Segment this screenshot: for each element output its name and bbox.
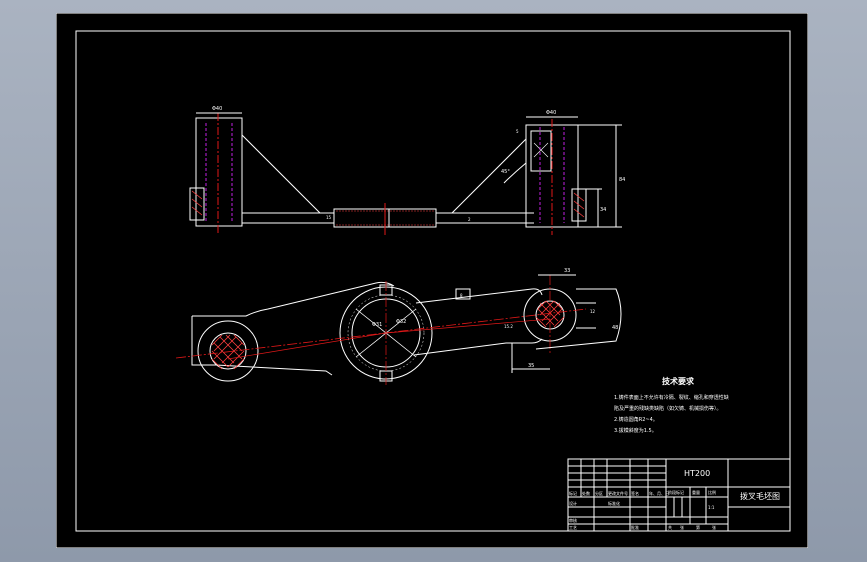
dim-r-center: 15.2: [504, 324, 513, 329]
tb-label-review: 审核: [569, 517, 577, 523]
technical-requirements: 技术要求 1.铸件表面上不允许有冷隔、裂纹、缩孔和穿透性缺 陷及严重的残缺类缺陷…: [614, 376, 729, 434]
tb-title: 拨叉毛坯图: [740, 491, 780, 501]
tb-stage-mark: 阶段标记: [668, 489, 684, 495]
tb-label-count: 处数: [582, 490, 590, 496]
dim-side-r: 48: [612, 325, 618, 331]
drawing-sheet: Φ40 Φ40 84 34 45° 15 2 5: [56, 13, 808, 548]
tb-weight: 重量: [692, 489, 700, 495]
dim-angle: 45°: [501, 169, 510, 175]
tb-label-standard: 标准化: [608, 500, 620, 506]
dim-center: 15: [326, 215, 332, 220]
outer-frame: [56, 13, 808, 548]
tech-note-1: 1.铸件表面上不允许有冷隔、裂纹、缩孔和穿透性缺: [614, 394, 729, 401]
tb-sheet-no: 第: [696, 524, 700, 530]
bore-left-label: Φ31: [372, 322, 382, 328]
bore-right-label: Φ32: [396, 319, 406, 325]
dim-r33: 33: [564, 268, 570, 274]
tb-label-zone: 分区: [595, 490, 603, 496]
tb-scale-label: 比例: [708, 489, 716, 495]
tech-note-2: 陷及严重的残缺类缺陷（如欠铸、机械损伤等）。: [614, 405, 722, 412]
plan-view: Φ31 Φ32 33 12: [175, 268, 622, 385]
dim-height-right: 84: [619, 177, 625, 183]
tb-label-approve: 批准: [631, 524, 639, 530]
drawing-canvas: Φ40 Φ40 84 34 45° 15 2 5: [56, 13, 808, 548]
tech-note-3: 2.铸造圆角R2~4。: [614, 416, 658, 423]
tb-label-date: 年、月、日: [649, 490, 669, 496]
dim-d8: 8: [460, 293, 463, 298]
dim-d2: 2: [468, 217, 471, 222]
dim-top-left: Φ40: [212, 106, 222, 112]
title-block: 标记 处数 分区 更改文件号 签名 年、月、日 设计 审核 工艺 标准化 批准: [567, 458, 791, 532]
tb-label-docno: 更改文件号: [608, 490, 628, 496]
right-bore-hatch: [535, 300, 565, 328]
tb-sheet-unit-2: 张: [712, 524, 716, 530]
dim-top-right: Φ40: [546, 110, 556, 116]
tb-label-process: 工艺: [569, 525, 577, 530]
dim-d35: 35: [528, 363, 534, 369]
tb-label-design: 设计: [569, 500, 577, 506]
tb-label-sign: 签名: [631, 490, 639, 496]
tech-note-4: 3.拔模斜度为1.5。: [614, 427, 657, 434]
dim-d5: 5: [516, 129, 519, 134]
dim-height-small: 34: [600, 207, 606, 213]
front-view: Φ40 Φ40 84 34 45° 15 2 5: [189, 106, 625, 235]
left-bore-hatch: [211, 334, 245, 370]
dim-d12: 12: [590, 309, 596, 314]
tb-sheet-total: 共: [668, 524, 672, 530]
tb-sheet-unit-1: 张: [680, 524, 684, 530]
tb-label-mark: 标记: [569, 490, 577, 496]
tb-material: HT200: [684, 469, 710, 478]
tb-scale: 1:1: [708, 505, 715, 510]
tech-heading: 技术要求: [662, 376, 695, 386]
inner-frame: [75, 30, 791, 532]
